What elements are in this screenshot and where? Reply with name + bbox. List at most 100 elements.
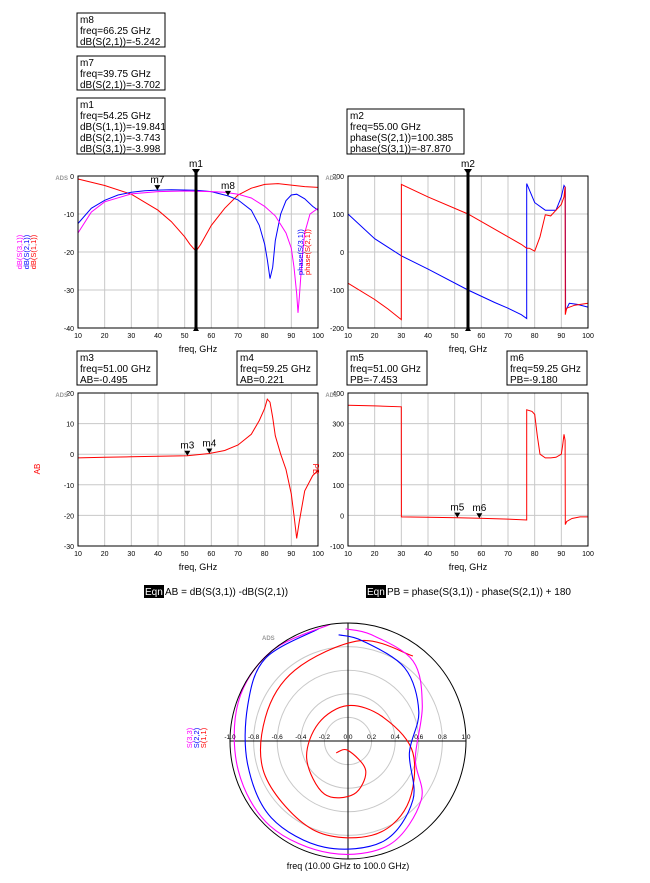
- marker-box-m2[interactable]: m2 freq=55.00 GHz phase(S(2,1))=100.385 …: [346, 108, 465, 155]
- ads-watermark: ADS: [325, 393, 338, 399]
- y-axis-label: dB(S(2,1)): [22, 234, 31, 269]
- marker-line: m3: [80, 353, 94, 364]
- y-tick-label: -30: [64, 288, 74, 295]
- y-axis-label-right: phase(S(3,1)): [296, 229, 305, 275]
- plot-frame: [77, 175, 319, 329]
- series-line: [347, 183, 589, 321]
- polar-tick-label: 0.6: [414, 734, 423, 741]
- y-tick-label: -20: [64, 513, 74, 520]
- series-line: [244, 628, 420, 850]
- x-tick-label: 20: [371, 551, 379, 558]
- polar-tick-label: -0.8: [248, 734, 260, 741]
- x-tick-label: 100: [312, 551, 324, 558]
- x-tick-label: 60: [207, 333, 215, 340]
- marker-line: m2: [350, 111, 364, 122]
- y-tick-label: -10: [64, 212, 74, 219]
- marker-triangle: [206, 448, 213, 454]
- y-tick-label: -200: [330, 326, 344, 333]
- ads-watermark: ADS: [262, 636, 275, 642]
- marker-line: dB(S(2,1))=-5.242: [80, 37, 161, 48]
- x-tick-label: 80: [261, 333, 269, 340]
- y-tick-label: 200: [332, 452, 344, 459]
- polar-tick-label: 0.4: [391, 734, 400, 741]
- x-tick-label: 80: [531, 333, 539, 340]
- x-tick-label: 20: [371, 333, 379, 340]
- x-tick-label: 20: [101, 333, 109, 340]
- marker-line: m6: [510, 353, 524, 364]
- equation-pb[interactable]: Eqn PB = phase(S(3,1)) - phase(S(2,1)) +…: [366, 585, 571, 598]
- marker-triangle: [193, 326, 199, 331]
- marker-line: freq=66.25 GHz: [80, 26, 151, 37]
- marker-box-m1[interactable]: m1 freq=54.25 GHz dB(S(1,1))=-19.841 dB(…: [76, 97, 166, 155]
- x-tick-label: 40: [154, 551, 162, 558]
- x-tick-label: 100: [312, 333, 324, 340]
- marker-line: freq=51.00 GHz: [80, 364, 151, 375]
- x-tick-label: 50: [181, 551, 189, 558]
- marker-triangle: [192, 169, 200, 175]
- marker-box-m8[interactable]: m8 freq=66.25 GHz dB(S(2,1))=-5.242: [76, 12, 166, 48]
- x-tick-label: 30: [397, 333, 405, 340]
- x-tick-label: 10: [344, 333, 352, 340]
- marker-box-m3[interactable]: m3 freq=51.00 GHz AB=-0.495: [76, 350, 158, 386]
- equation-tag: Eqn: [145, 587, 163, 598]
- marker-line: freq=59.25 GHz: [240, 364, 311, 375]
- x-tick-label: 90: [287, 551, 295, 558]
- marker-box-m6[interactable]: m6 freq=59.25 GHz PB=-9.180: [506, 350, 588, 386]
- equation-tag: Eqn: [367, 587, 385, 598]
- x-tick-label: 100: [582, 551, 594, 558]
- marker-box-m7[interactable]: m7 freq=39.75 GHz dB(S(2,1))=-3.702: [76, 55, 166, 91]
- polar-tick-label: 0.2: [367, 734, 376, 741]
- marker-line: m1: [80, 100, 94, 111]
- x-tick-label: 60: [207, 551, 215, 558]
- marker-triangle: [154, 185, 161, 191]
- marker-line: m7: [80, 58, 94, 69]
- marker-line: freq=39.75 GHz: [80, 69, 151, 80]
- equation-text: AB = dB(S(3,1)) -dB(S(2,1)): [165, 587, 288, 598]
- y-axis-label: dB(S(1,1)): [29, 234, 38, 269]
- x-tick-label: 50: [181, 333, 189, 340]
- marker-label: m7: [150, 175, 164, 186]
- marker-line: dB(S(1,1))=-19.841: [80, 122, 166, 133]
- marker-label: m5: [450, 503, 464, 514]
- y-tick-label: 0: [340, 513, 344, 520]
- marker-box-m5[interactable]: m5 freq=51.00 GHz PB=-7.453: [346, 350, 428, 386]
- marker-triangle: [476, 513, 483, 519]
- marker-box-m4[interactable]: m4 freq=59.25 GHz AB=0.221: [236, 350, 318, 386]
- x-axis-label: freq, GHz: [449, 562, 488, 572]
- polar-tick-label: 0.8: [438, 734, 447, 741]
- marker-label: m3: [180, 441, 194, 452]
- x-axis-label: freq, GHz: [449, 344, 488, 354]
- x-tick-label: 70: [234, 333, 242, 340]
- x-tick-label: 70: [234, 551, 242, 558]
- y-tick-label: 10: [66, 422, 74, 429]
- equation-ab[interactable]: Eqn AB = dB(S(3,1)) -dB(S(2,1)): [144, 585, 288, 598]
- x-axis-label: freq, GHz: [179, 344, 218, 354]
- x-tick-label: 90: [557, 551, 565, 558]
- marker-triangle: [454, 512, 461, 518]
- y-axis-label: AB: [33, 464, 42, 475]
- marker-line: freq=54.25 GHz: [80, 111, 151, 122]
- marker-triangle: [465, 326, 471, 331]
- marker-triangle: [225, 190, 231, 196]
- y-tick-label: 20: [66, 391, 74, 398]
- marker-label: m1: [189, 159, 203, 170]
- marker-line: dB(S(2,1))=-3.702: [80, 80, 161, 91]
- x-tick-label: 30: [127, 551, 135, 558]
- x-tick-label: 50: [451, 333, 459, 340]
- marker-triangle: [184, 450, 191, 456]
- x-tick-label: 80: [261, 551, 269, 558]
- marker-line: m4: [240, 353, 254, 364]
- x-axis-label: freq, GHz: [179, 562, 218, 572]
- polar-tick-label: 0.0: [343, 734, 352, 741]
- x-tick-label: 100: [582, 333, 594, 340]
- marker-line: freq=59.25 GHz: [510, 364, 581, 375]
- x-tick-label: 60: [477, 333, 485, 340]
- marker-line: phase(S(2,1))=100.385: [350, 133, 454, 144]
- y-tick-label: -20: [64, 250, 74, 257]
- x-axis-label: freq (10.00 GHz to 100.0 GHz): [287, 861, 410, 871]
